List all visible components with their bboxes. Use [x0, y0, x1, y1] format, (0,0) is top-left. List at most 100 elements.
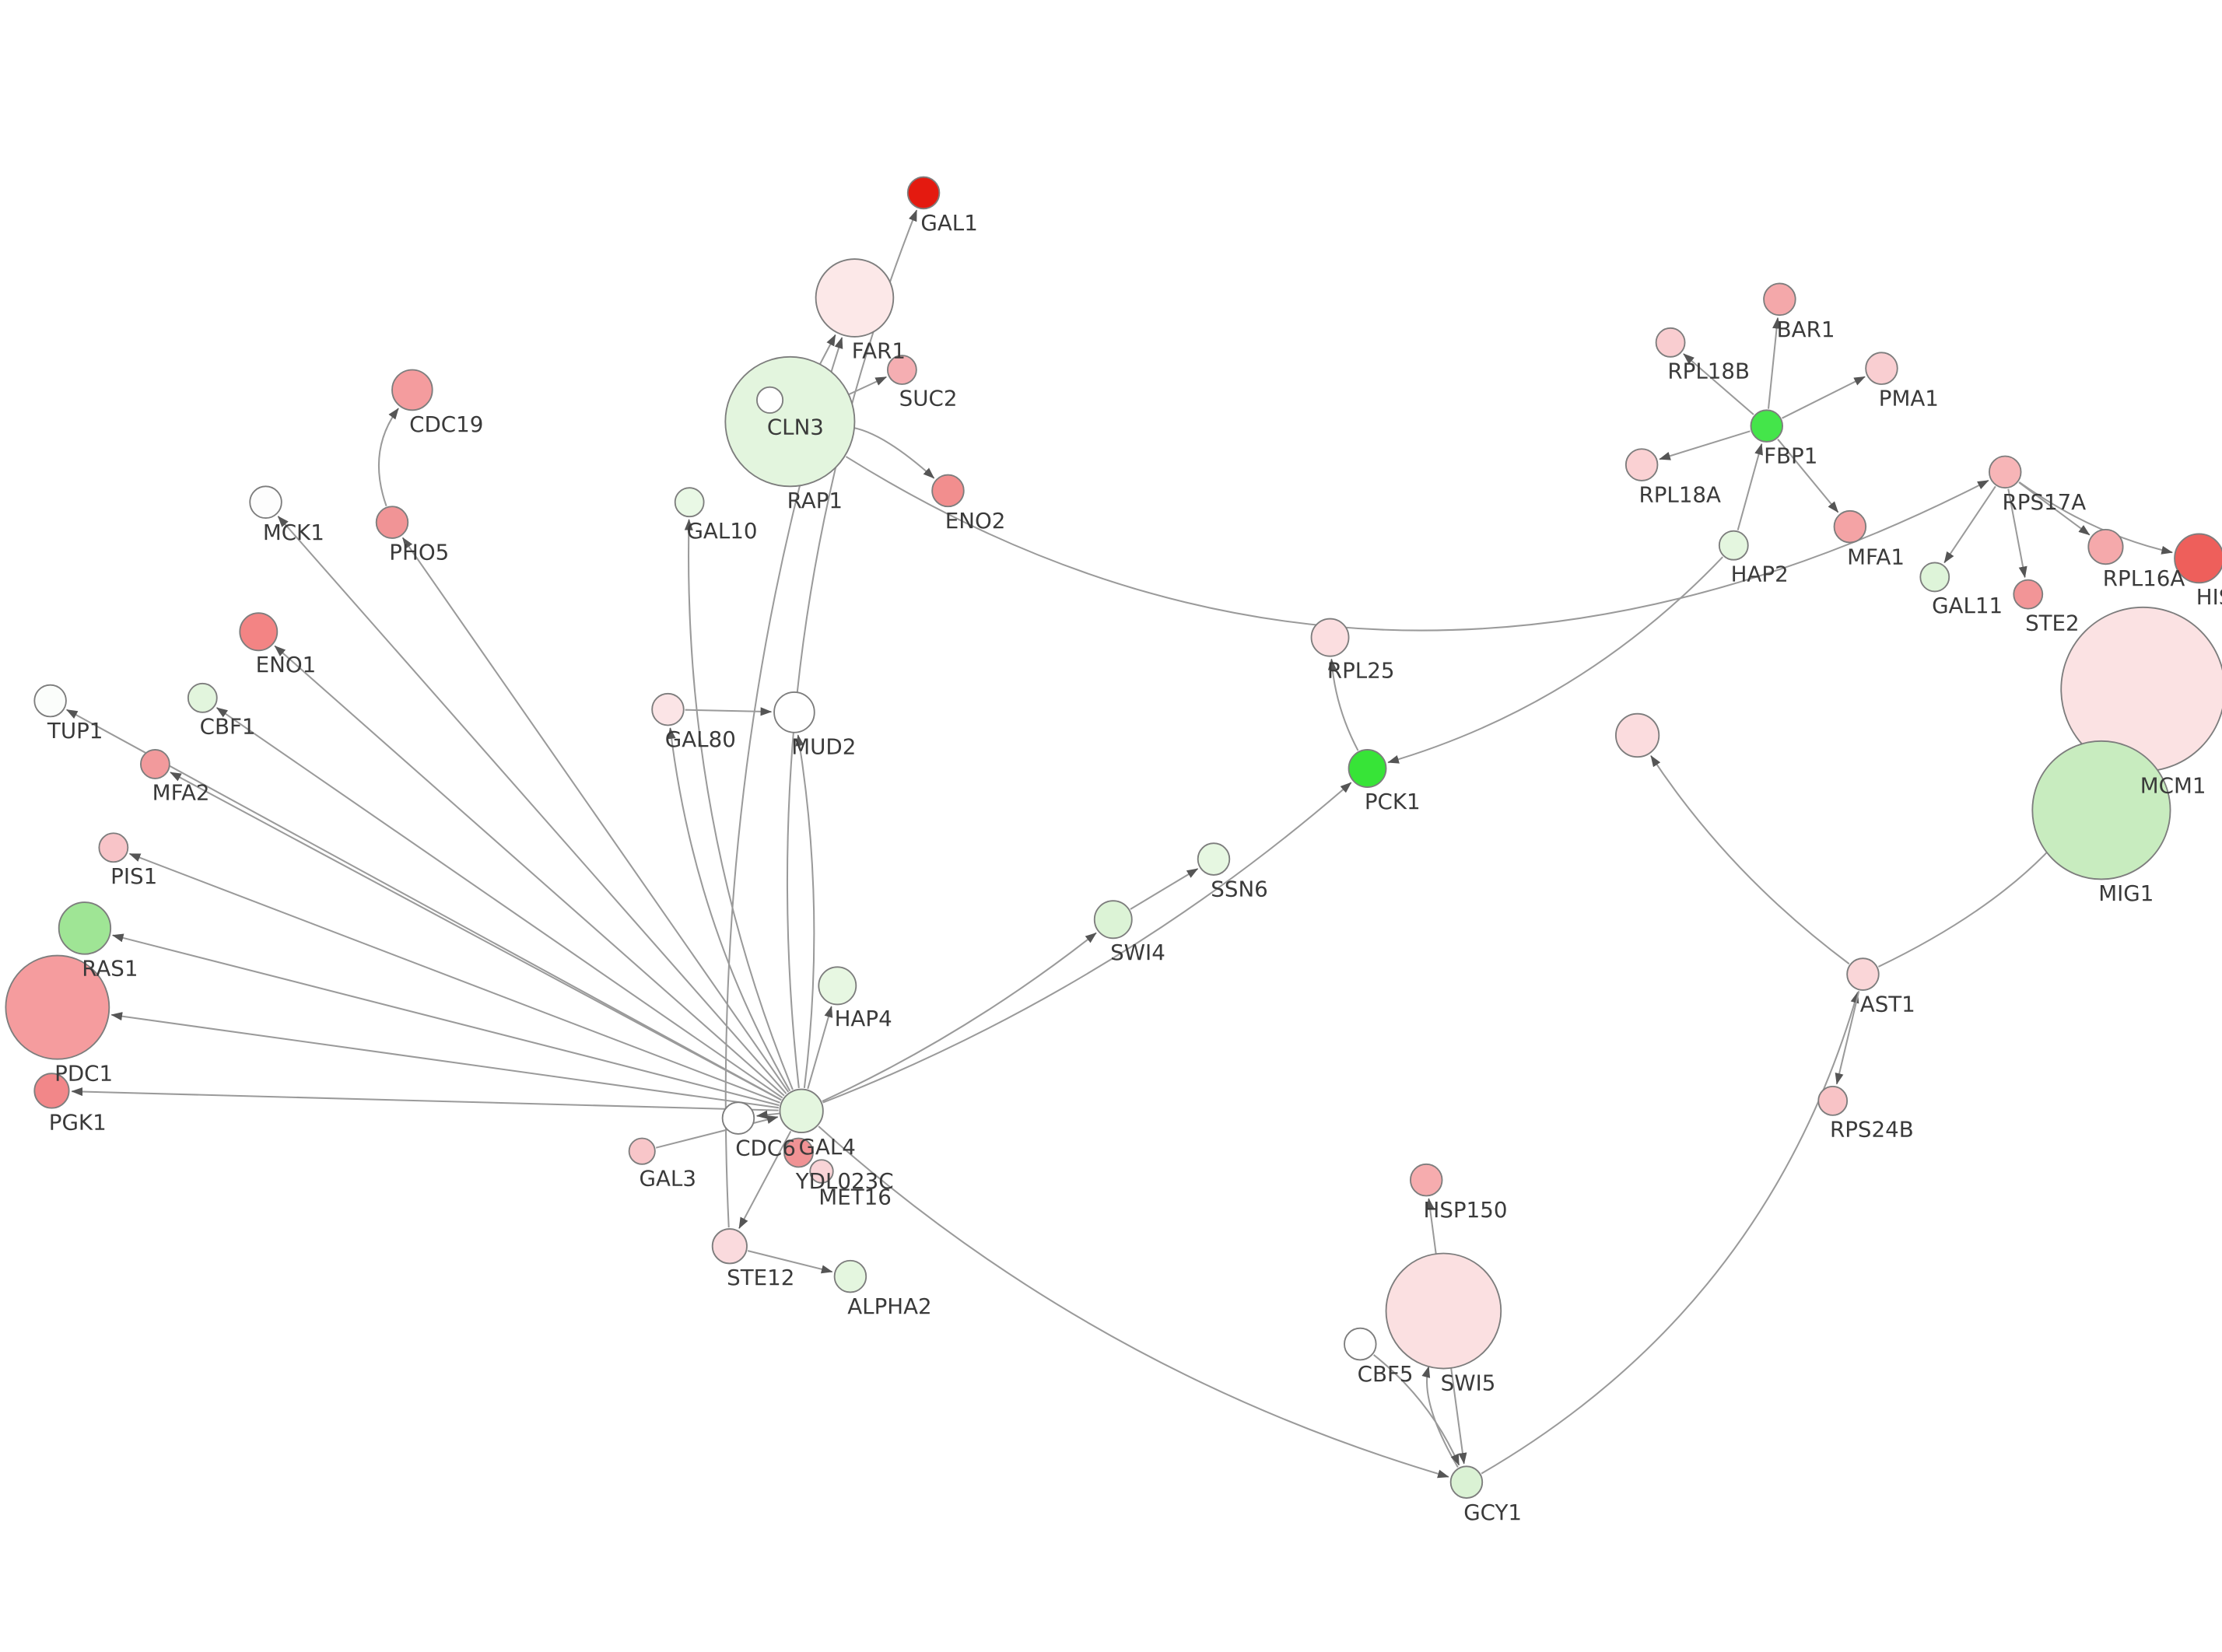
edge-GAL4-ENO1[interactable]	[274, 645, 785, 1097]
edge-GAL4-MFA2[interactable]	[170, 772, 782, 1101]
edge-GCY1-SWI5[interactable]	[1421, 1366, 1459, 1468]
edge-SWI5-GCY1[interactable]	[1450, 1367, 1467, 1465]
node-SWI5[interactable]	[1385, 1252, 1502, 1370]
node-HSP150[interactable]	[1410, 1163, 1443, 1197]
node-CBF5[interactable]	[1344, 1327, 1377, 1361]
node-GAL80[interactable]	[651, 692, 685, 726]
node-GAL3[interactable]	[628, 1137, 656, 1165]
edge-PHO5-CDC19[interactable]	[377, 408, 399, 507]
edge-GAL80-MUD2[interactable]	[685, 707, 773, 716]
edge-RAP1-RPS17A[interactable]	[845, 456, 1989, 632]
node-ENO2[interactable]	[931, 474, 965, 508]
edge-GAL4-PHO5[interactable]	[401, 537, 790, 1093]
edge-FBP1-RPL18A[interactable]	[1659, 430, 1751, 460]
node-SWI4[interactable]	[1093, 900, 1133, 940]
node-MFA2[interactable]	[140, 749, 170, 779]
node-PDC1[interactable]	[5, 954, 110, 1060]
edge-PCK1-RPL25[interactable]	[1327, 658, 1359, 751]
node-BAR1[interactable]	[1763, 282, 1796, 317]
node-MCK1[interactable]	[249, 485, 282, 519]
edge-GAL4-PDC1[interactable]	[110, 1012, 780, 1109]
node-CDC19[interactable]	[391, 369, 433, 411]
node-CLN3[interactable]	[756, 386, 784, 414]
edge-GAL4-GAL10[interactable]	[684, 519, 794, 1090]
node-ENO1[interactable]	[239, 612, 279, 652]
node-STE12[interactable]	[711, 1228, 748, 1265]
node-MET16[interactable]	[809, 1159, 834, 1184]
node-label-RPL18B: RPL18B	[1667, 359, 1750, 384]
edge-RPS17A-STE2[interactable]	[2007, 488, 2027, 579]
edge-FBP1-BAR1[interactable]	[1767, 317, 1782, 409]
edge-RPS17A-GAL11[interactable]	[1943, 485, 1996, 564]
node-PIS1[interactable]	[98, 832, 129, 863]
node-HAP4[interactable]	[818, 966, 857, 1006]
edge-GAL4-MCK1[interactable]	[277, 516, 787, 1094]
node-RPL16A[interactable]	[2087, 528, 2124, 565]
node-RPL18A[interactable]	[1624, 448, 1659, 481]
edge-AST1-RPS24B[interactable]	[1835, 990, 1860, 1085]
edge-GAL4-GCY1[interactable]	[818, 1125, 1449, 1479]
edge-GAL4-CBF1[interactable]	[216, 707, 783, 1099]
edge-GAL4-PIS1[interactable]	[128, 852, 781, 1104]
node-CDC6[interactable]	[721, 1101, 755, 1135]
edge-GAL4-RAS1[interactable]	[111, 933, 780, 1107]
edge-GAL4-STE12[interactable]	[738, 1130, 792, 1230]
edge-GCY1-AST1[interactable]	[1481, 991, 1859, 1475]
node-HIS4[interactable]	[2174, 533, 2222, 584]
edge-FBP1-PMA1[interactable]	[1782, 376, 1866, 419]
edge-HAP2-PCK1[interactable]	[1387, 556, 1724, 764]
edge-FBP1-RPL18B[interactable]	[1683, 353, 1754, 415]
node-label-SSN6: SSN6	[1211, 877, 1267, 902]
node-RPS17A[interactable]	[1989, 455, 2022, 489]
edge-GAL4-GAL80[interactable]	[667, 727, 791, 1092]
node-GAL11[interactable]	[1919, 562, 1950, 593]
node-RPS24B[interactable]	[1817, 1085, 1849, 1116]
edge-HAP2-FBP1[interactable]	[1737, 443, 1763, 530]
node-AST1[interactable]	[1846, 957, 1880, 991]
node-MIG1[interactable]	[2031, 740, 2171, 880]
node-GAL10[interactable]	[674, 487, 705, 518]
edge-GAL4-TUP1[interactable]	[65, 709, 782, 1101]
edge-SWI4-SSN6[interactable]	[1130, 868, 1199, 910]
node-HAP2[interactable]	[1718, 530, 1749, 561]
edge-GAL3-GAL4[interactable]	[655, 1115, 779, 1149]
node-RPL18B[interactable]	[1655, 327, 1686, 358]
node-PGK1[interactable]	[33, 1073, 70, 1109]
node-YDL023C[interactable]	[783, 1137, 814, 1168]
node-STE2[interactable]	[2013, 579, 2044, 610]
node-GAL4[interactable]	[779, 1088, 824, 1134]
node-SSN6[interactable]	[1197, 842, 1231, 876]
edge-GAL4-MUD2[interactable]	[795, 734, 815, 1089]
edge-STE12-ALPHA2[interactable]	[747, 1250, 833, 1274]
node-FAR1[interactable]	[815, 258, 895, 338]
node-node-1[interactable]	[1615, 712, 1660, 758]
node-MFA1[interactable]	[1833, 509, 1867, 544]
edge-GAL4-HAP4[interactable]	[807, 1006, 833, 1090]
edge-RAP1-ENO2[interactable]	[846, 425, 935, 479]
node-MUD2[interactable]	[773, 691, 815, 733]
edge-GAL4-PGK1[interactable]	[71, 1087, 779, 1111]
edge-GAL4-GAL1[interactable]	[786, 209, 918, 1089]
edge-GAL4-CDC6[interactable]	[755, 1110, 781, 1119]
node-RAS1[interactable]	[58, 901, 112, 955]
node-TUP1[interactable]	[33, 684, 67, 718]
edge-FBP1-MFA1[interactable]	[1777, 439, 1839, 513]
node-PMA1[interactable]	[1865, 352, 1898, 385]
node-SUC2[interactable]	[887, 355, 917, 385]
edge-CBF5-GCY1[interactable]	[1373, 1354, 1460, 1466]
node-GCY1[interactable]	[1449, 1465, 1484, 1499]
edge-AST1-node-1[interactable]	[1650, 755, 1850, 965]
node-PHO5[interactable]	[375, 506, 409, 539]
node-RAP1[interactable]	[724, 355, 856, 488]
node-ALPHA2[interactable]	[833, 1259, 867, 1293]
edge-RPS17A-HIS4[interactable]	[2018, 481, 2173, 555]
node-CBF1[interactable]	[187, 682, 218, 713]
node-GAL1[interactable]	[906, 176, 941, 210]
node-FBP1[interactable]	[1750, 409, 1783, 443]
node-RPL25[interactable]	[1310, 618, 1350, 657]
edge-GAL4-PCK1[interactable]	[822, 782, 1352, 1104]
node-PCK1[interactable]	[1348, 749, 1387, 788]
edge-GAL4-SWI4[interactable]	[822, 932, 1097, 1102]
